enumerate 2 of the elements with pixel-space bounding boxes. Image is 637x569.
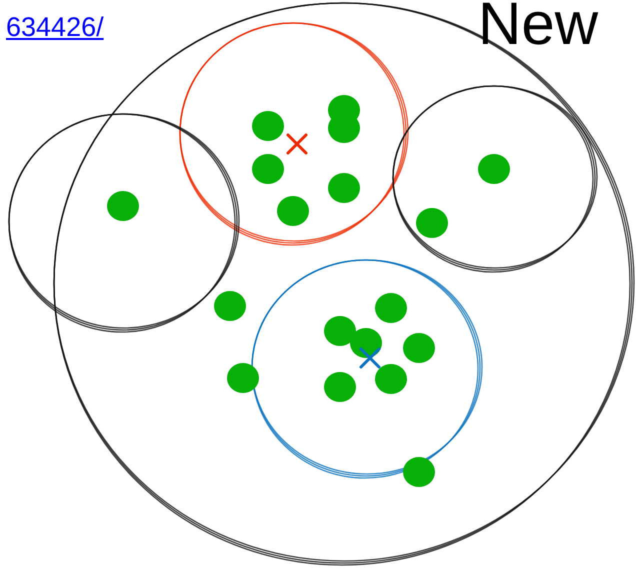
link: 634426/ <box>6 12 104 43</box>
heading: New <box>478 0 598 54</box>
